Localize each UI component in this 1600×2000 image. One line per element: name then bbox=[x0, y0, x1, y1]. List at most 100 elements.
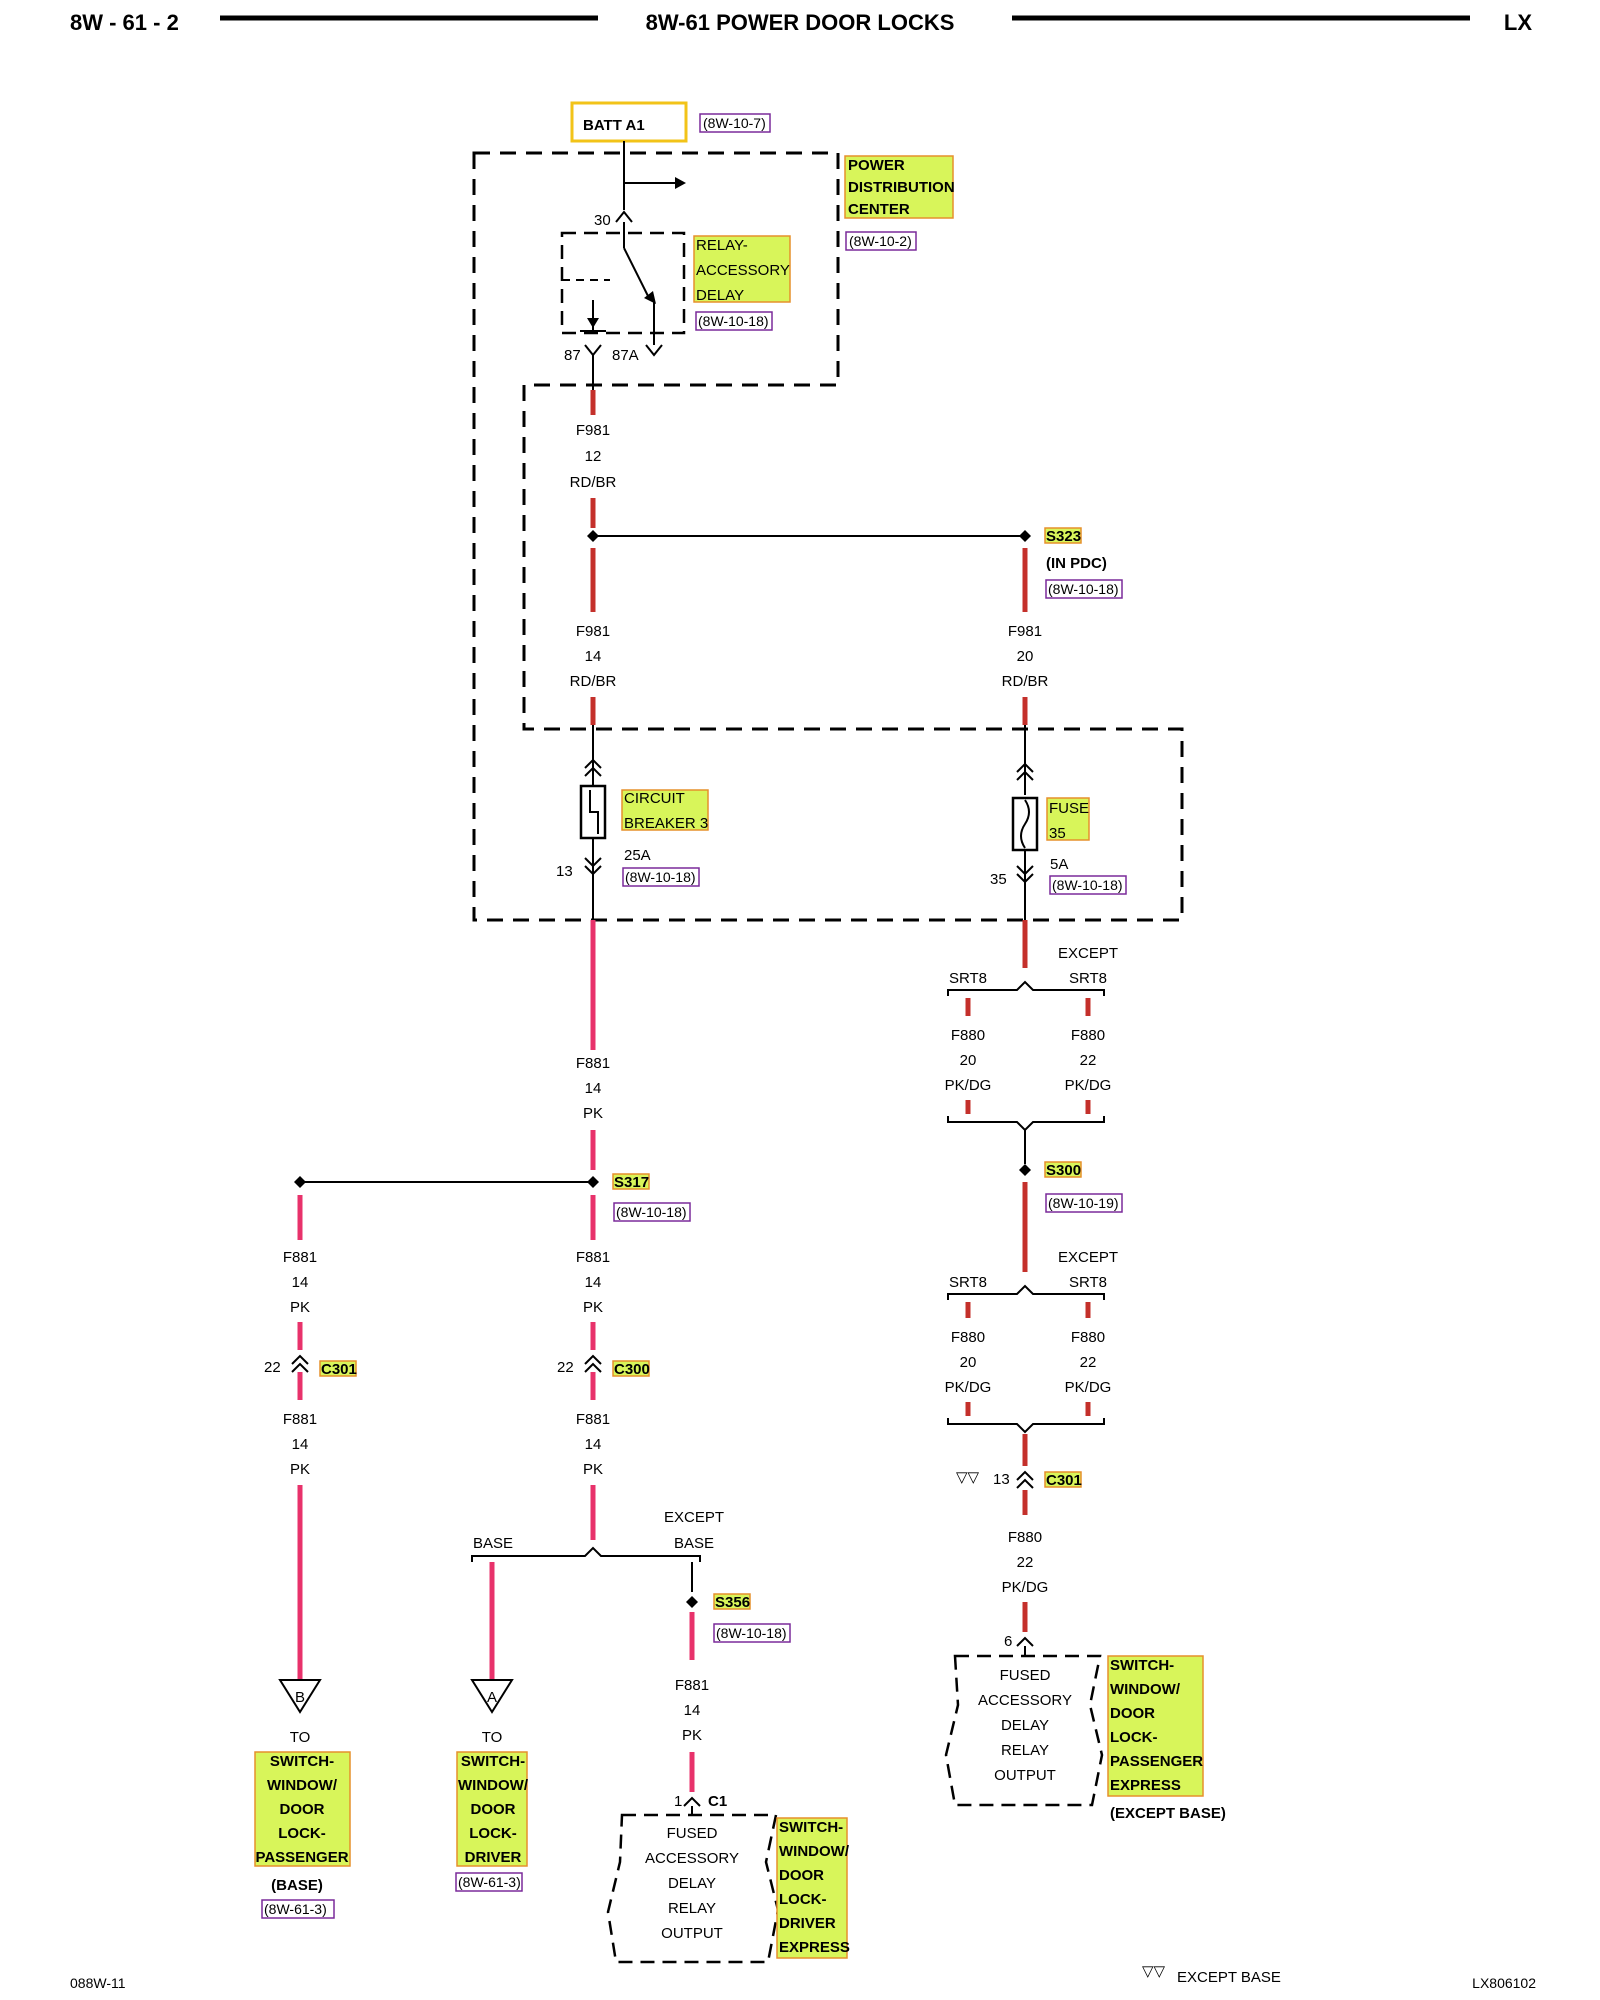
srt8-bracket-2 bbox=[947, 1284, 1105, 1300]
driver-express-label-box bbox=[776, 1817, 848, 1959]
right-l1-color: PK/DG bbox=[945, 1077, 992, 1094]
splice-node-left bbox=[587, 530, 599, 542]
splice-node-s323 bbox=[1019, 530, 1031, 542]
left-wire-top-color: PK bbox=[290, 1299, 310, 1316]
wire-d-circuit: F881 bbox=[576, 1055, 610, 1072]
pdc-ref: (8W-10-2) bbox=[849, 233, 912, 249]
right-conn-pin-6: 6 bbox=[1004, 1633, 1012, 1650]
c301-right-connector bbox=[1016, 1470, 1034, 1489]
breaker-rating: 25A bbox=[624, 847, 651, 864]
relay-label-1: RELAY- bbox=[696, 237, 748, 254]
express-conn-pin: 1 bbox=[674, 1793, 682, 1810]
left-dest-3: DOOR bbox=[280, 1801, 325, 1818]
relay-pin-87: 87 bbox=[564, 347, 581, 364]
feed-arrow-head bbox=[675, 177, 686, 189]
pin87a-connector bbox=[645, 344, 663, 357]
breaker-pin: 13 bbox=[556, 863, 573, 880]
passenger-express-1: SWITCH- bbox=[1110, 1657, 1174, 1674]
footer-legend-symbol: ▽▽ bbox=[1142, 1963, 1166, 1980]
pdc-ref-box bbox=[845, 231, 917, 251]
left-dest-5: PASSENGER bbox=[255, 1849, 348, 1866]
wire-c-gauge: 20 bbox=[1017, 648, 1034, 665]
batt-ref-box bbox=[699, 113, 771, 133]
passenger-output-1: FUSED bbox=[1000, 1667, 1051, 1684]
page-number: 8W - 61 - 2 bbox=[70, 10, 179, 35]
pdc-label-1: POWER bbox=[848, 157, 905, 174]
mid-option-right-1: EXCEPT bbox=[664, 1509, 724, 1526]
mid-wire-bot-circuit: F881 bbox=[576, 1411, 610, 1428]
left-dest-1: SWITCH- bbox=[270, 1753, 334, 1770]
wire-b-color: RD/BR bbox=[570, 673, 617, 690]
relay-label-box bbox=[693, 235, 791, 303]
splice-node-left-branch bbox=[294, 1176, 306, 1188]
pdc-label-3: CENTER bbox=[848, 201, 910, 218]
fuse-connector-top bbox=[1016, 762, 1034, 781]
mid-wire-top-gauge: 14 bbox=[585, 1274, 602, 1291]
c1-connector bbox=[683, 1796, 701, 1807]
s323-ref-box bbox=[1045, 579, 1123, 599]
fuse-label-box bbox=[1046, 797, 1090, 841]
mid-offpage-arrow bbox=[470, 1679, 514, 1714]
right-l1-gauge: 20 bbox=[960, 1052, 977, 1069]
srt8-bracket-2-close bbox=[947, 1418, 1105, 1434]
model-code: LX bbox=[1504, 10, 1532, 35]
left-wire-bot-color: PK bbox=[290, 1461, 310, 1478]
right-opt1-right-2: SRT8 bbox=[1069, 970, 1107, 987]
express-wire-color: PK bbox=[682, 1727, 702, 1744]
batt-box bbox=[570, 101, 688, 143]
passenger-express-3: DOOR bbox=[1110, 1705, 1155, 1722]
s317-id: S317 bbox=[614, 1174, 649, 1191]
driver-output-5: OUTPUT bbox=[661, 1925, 723, 1942]
splice-node-s300 bbox=[1019, 1164, 1031, 1176]
left-conn-id: C301 bbox=[321, 1361, 357, 1378]
mid-wire-top-color: PK bbox=[583, 1299, 603, 1316]
s356-ref: (8W-10-18) bbox=[716, 1625, 787, 1641]
mid-conn-pin: 22 bbox=[557, 1359, 574, 1376]
relay-ref-box bbox=[695, 311, 773, 331]
right-bot-color: PK/DG bbox=[1002, 1579, 1049, 1596]
driver-express-5: DRIVER bbox=[779, 1915, 836, 1932]
fuse-label-1: FUSE bbox=[1049, 800, 1089, 817]
srt8-bracket-1 bbox=[947, 980, 1105, 996]
driver-express-switch-outline bbox=[606, 1813, 780, 1964]
right-bot-circuit: F880 bbox=[1008, 1529, 1042, 1546]
mid-conn-id: C300 bbox=[614, 1361, 650, 1378]
driver-express-4: LOCK- bbox=[779, 1891, 827, 1908]
pdc-outline bbox=[472, 151, 1184, 922]
wire-c-color: RD/BR bbox=[1002, 673, 1049, 690]
wire-d-gauge: 14 bbox=[585, 1080, 602, 1097]
footer-left-code: 088W-11 bbox=[70, 1975, 126, 1991]
s300-ref: (8W-10-19) bbox=[1048, 1195, 1119, 1211]
wire-a-gauge: 12 bbox=[585, 448, 602, 465]
mid-ref: (8W-61-3) bbox=[458, 1874, 521, 1890]
breaker-connector-top bbox=[584, 758, 602, 777]
pdc-label-box bbox=[844, 155, 954, 219]
right-r1-circuit: F880 bbox=[1071, 1027, 1105, 1044]
right-conn-id: C301 bbox=[1046, 1472, 1082, 1489]
left-conn-box bbox=[319, 1360, 357, 1377]
s323-id: S323 bbox=[1046, 528, 1081, 545]
left-wire-top-circuit: F881 bbox=[283, 1249, 317, 1266]
passenger-express-2: WINDOW/ bbox=[1110, 1681, 1181, 1698]
express-wire-circuit: F881 bbox=[675, 1677, 709, 1694]
mid-dest-2: WINDOW/ bbox=[458, 1777, 529, 1794]
wire-a-circuit: F981 bbox=[576, 422, 610, 439]
driver-output-1: FUSED bbox=[667, 1825, 718, 1842]
driver-express-1: SWITCH- bbox=[779, 1819, 843, 1836]
fuse-ref: (8W-10-18) bbox=[1052, 877, 1123, 893]
s323-ref: (8W-10-18) bbox=[1048, 581, 1119, 597]
mid-wire-bot-color: PK bbox=[583, 1461, 603, 1478]
mid-arrow-letter: A bbox=[487, 1689, 497, 1706]
passenger-express-label-box bbox=[1107, 1655, 1204, 1797]
relay-87-arrow bbox=[587, 318, 599, 328]
mid-option-left: BASE bbox=[473, 1535, 513, 1552]
base-option-bracket bbox=[471, 1546, 701, 1562]
relay-switch-arm bbox=[623, 247, 651, 301]
right-l2-circuit: F880 bbox=[951, 1329, 985, 1346]
left-ref: (8W-61-3) bbox=[264, 1901, 327, 1917]
s356-id: S356 bbox=[715, 1594, 750, 1611]
mid-conn-box bbox=[612, 1360, 650, 1377]
splice-node-s317 bbox=[587, 1176, 599, 1188]
express-conn-id: C1 bbox=[708, 1793, 727, 1810]
